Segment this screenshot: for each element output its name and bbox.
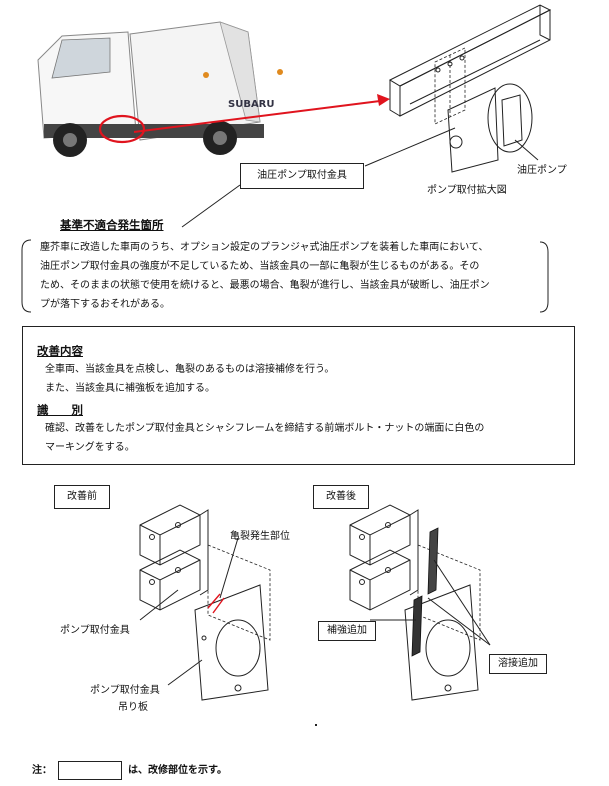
after-bracket-diagram xyxy=(349,504,491,701)
stray-mark xyxy=(315,724,317,726)
defect-description: 塵芥車に改造した車両のうち、オプション設定のプランジャ式油圧ポンプを装着した車両… xyxy=(40,238,540,314)
pump-mount-enlarged-diagram xyxy=(364,4,552,173)
defect-line: 塵芥車に改造した車両のうち、オプション設定のプランジャ式油圧ポンプを装着した車両… xyxy=(40,242,489,253)
note-legend-box xyxy=(58,761,122,780)
enlarged-view-caption: ポンプ取付拡大図 xyxy=(427,185,507,196)
truck-photo: SUBARU xyxy=(10,12,300,160)
identification-line: 確認、改善をしたポンプ取付金具とシャシフレームを締結する前端ボルト・ナットの端面… xyxy=(45,423,485,434)
truck-brand-badge: SUBARU xyxy=(228,99,275,110)
hanger-label: ポンプ取付金具 xyxy=(90,685,160,696)
remedy-line: また、当該金具に補強板を追加する。 xyxy=(45,383,215,394)
note-suffix: は、改修部位を示す。 xyxy=(128,765,227,776)
defect-line: 油圧ポンプ取付金具の強度が不足しているため、当該金具の一部に亀裂が生じるものがあ… xyxy=(40,261,480,272)
before-title-box: 改善前 xyxy=(54,485,110,509)
defect-line: プが落下するおそれがある。 xyxy=(40,299,170,310)
weld-label: 溶接追加 xyxy=(498,658,538,669)
before-bracket-diagram xyxy=(139,504,271,701)
after-title-box: 改善後 xyxy=(313,485,369,509)
remedy-heading: 改善内容 xyxy=(37,344,83,358)
after-title: 改善後 xyxy=(326,491,356,502)
pump-mount-callout-box: 油圧ポンプ取付金具 xyxy=(240,163,364,189)
pump-mount-callout-label: 油圧ポンプ取付金具 xyxy=(257,170,347,181)
hanger-label-sub: 吊り板 xyxy=(118,702,148,713)
crack-location-label: 亀裂発生部位 xyxy=(230,531,290,542)
pump-label: 油圧ポンプ xyxy=(517,165,567,176)
defect-heading: 基準不適合発生箇所 xyxy=(60,218,164,232)
before-mount-label: ポンプ取付金具 xyxy=(60,625,130,636)
identification-line: マーキングをする。 xyxy=(45,442,135,453)
weld-label-box: 溶接追加 xyxy=(489,654,547,674)
before-title: 改善前 xyxy=(67,491,97,502)
identification-heading: 識 別 xyxy=(37,403,83,417)
remedy-line: 全車両、当該金具を点検し、亀裂のあるものは溶接補修を行う。 xyxy=(45,364,335,375)
reinforcement-label-box: 補強追加 xyxy=(318,621,376,641)
remedy-box: 改善内容 全車両、当該金具を点検し、亀裂のあるものは溶接補修を行う。 また、当該… xyxy=(22,326,575,465)
reinforcement-label: 補強追加 xyxy=(327,625,367,636)
defect-line: ため、そのままの状態で使用を続けると、最悪の場合、亀裂が進行し、当該金具が破断し… xyxy=(40,280,490,291)
garbage-truck-illustration xyxy=(37,21,283,157)
note-prefix: 注： xyxy=(32,765,52,776)
